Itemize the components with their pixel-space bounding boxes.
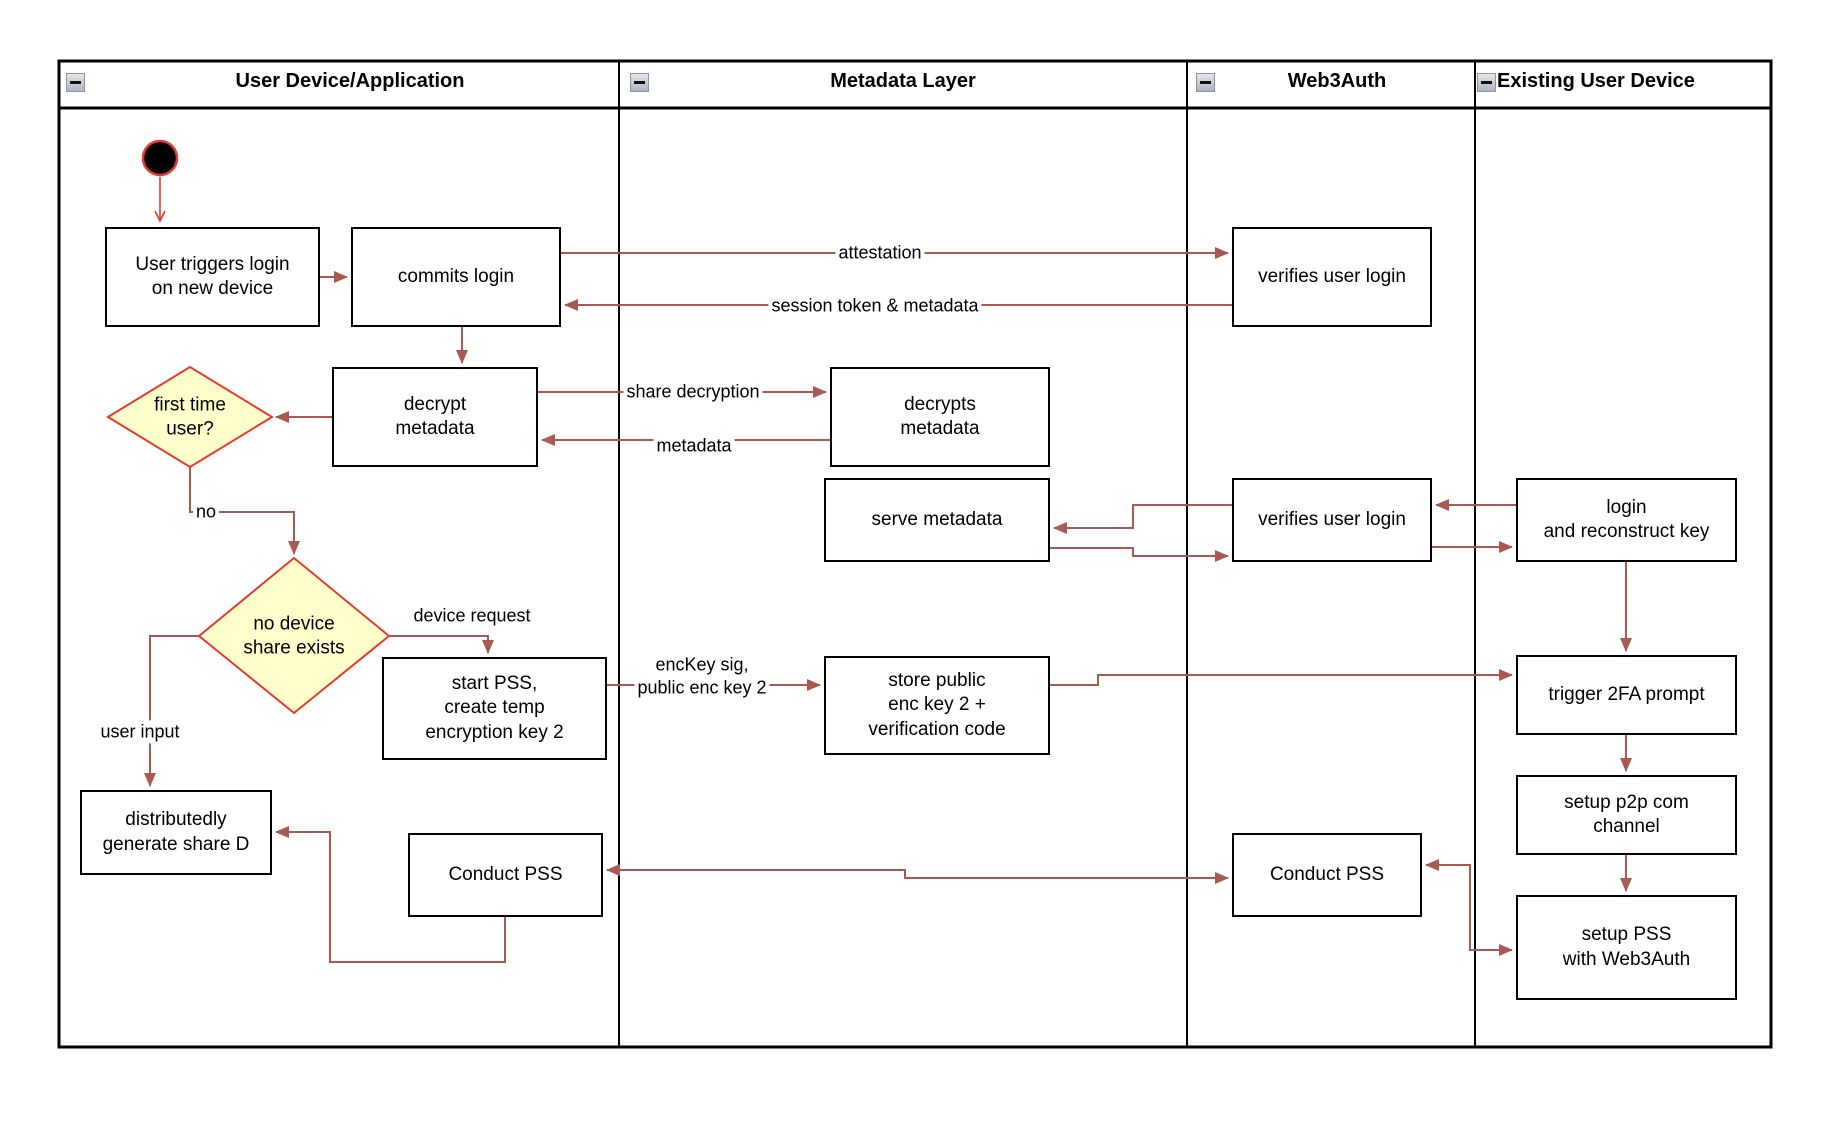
label-no: no — [192, 500, 220, 524]
minus-icon — [1481, 81, 1492, 84]
node-serve-metadata: serve metadata — [824, 478, 1050, 562]
node-verifies-user-login-mid: verifies user login — [1232, 478, 1432, 562]
edge-setuppss-conductpss — [1425, 859, 1513, 956]
minus-icon — [634, 81, 645, 84]
node-user-triggers-login: User triggers login on new device — [105, 227, 320, 327]
node-trigger-2fa-prompt: trigger 2FA prompt — [1516, 655, 1737, 735]
node-login-and-reconstruct-key: login and reconstruct key — [1516, 478, 1737, 562]
label-first-time-user: first time user? — [154, 394, 226, 439]
collapse-lane-web3auth-button[interactable] — [1196, 73, 1215, 92]
node-conduct-pss-user: Conduct PSS — [408, 833, 603, 917]
label-user-input: user input — [97, 720, 183, 744]
collapse-lane-user-device-button[interactable] — [66, 73, 85, 92]
decision-first-time-user — [106, 365, 274, 469]
edge-conductpss-to-generate — [275, 826, 506, 963]
node-commits-login: commits login — [351, 227, 561, 327]
node-setup-p2p-channel: setup p2p com channel — [1516, 775, 1737, 855]
edge-conductpss-bidirectional — [606, 864, 1229, 884]
label-enckey-sig: encKey sig, public enc key 2 — [634, 653, 770, 701]
edge-device-request — [389, 635, 494, 654]
node-store-public-enc-key: store public enc key 2 + verification co… — [824, 656, 1050, 755]
lane-title-web3auth: Web3Auth — [1287, 70, 1387, 92]
start-node — [141, 139, 179, 177]
edge-serve-to-verifies — [1050, 547, 1229, 562]
node-distributedly-generate-share: distributedly generate share D — [80, 790, 272, 875]
edge-no — [189, 467, 300, 555]
edge-verifies-to-serve — [1053, 504, 1232, 534]
collapse-lane-metadata-button[interactable] — [630, 73, 649, 92]
decision-no-device-share — [197, 556, 391, 715]
edge-store-to-2fa — [1050, 669, 1513, 686]
minus-icon — [70, 81, 81, 84]
collapse-lane-existing-device-button[interactable] — [1477, 73, 1496, 92]
label-share-decryption: share decryption — [623, 380, 763, 404]
edge-user-input — [144, 635, 199, 787]
lane-title-user-device: User Device/Application — [235, 70, 465, 92]
node-conduct-pss-web3auth: Conduct PSS — [1232, 833, 1422, 917]
node-start-pss: start PSS, create temp encryption key 2 — [382, 657, 607, 760]
node-decrypt-metadata: decrypt metadata — [332, 367, 538, 467]
node-decrypts-metadata: decrypts metadata — [830, 367, 1050, 467]
label-no-device-share: no device share exists — [243, 613, 345, 658]
label-device-request: device request — [410, 604, 534, 628]
label-metadata: metadata — [653, 434, 735, 458]
label-session-token: session token & metadata — [768, 294, 982, 318]
node-setup-pss-web3auth: setup PSS with Web3Auth — [1516, 895, 1737, 1000]
label-attestation: attestation — [835, 241, 925, 265]
node-verifies-user-login-top: verifies user login — [1232, 227, 1432, 327]
lane-title-metadata-layer: Metadata Layer — [830, 70, 976, 92]
connectors — [144, 177, 1632, 963]
minus-icon — [1200, 81, 1211, 84]
lane-title-existing-user-device: Existing User Device — [1497, 70, 1695, 92]
